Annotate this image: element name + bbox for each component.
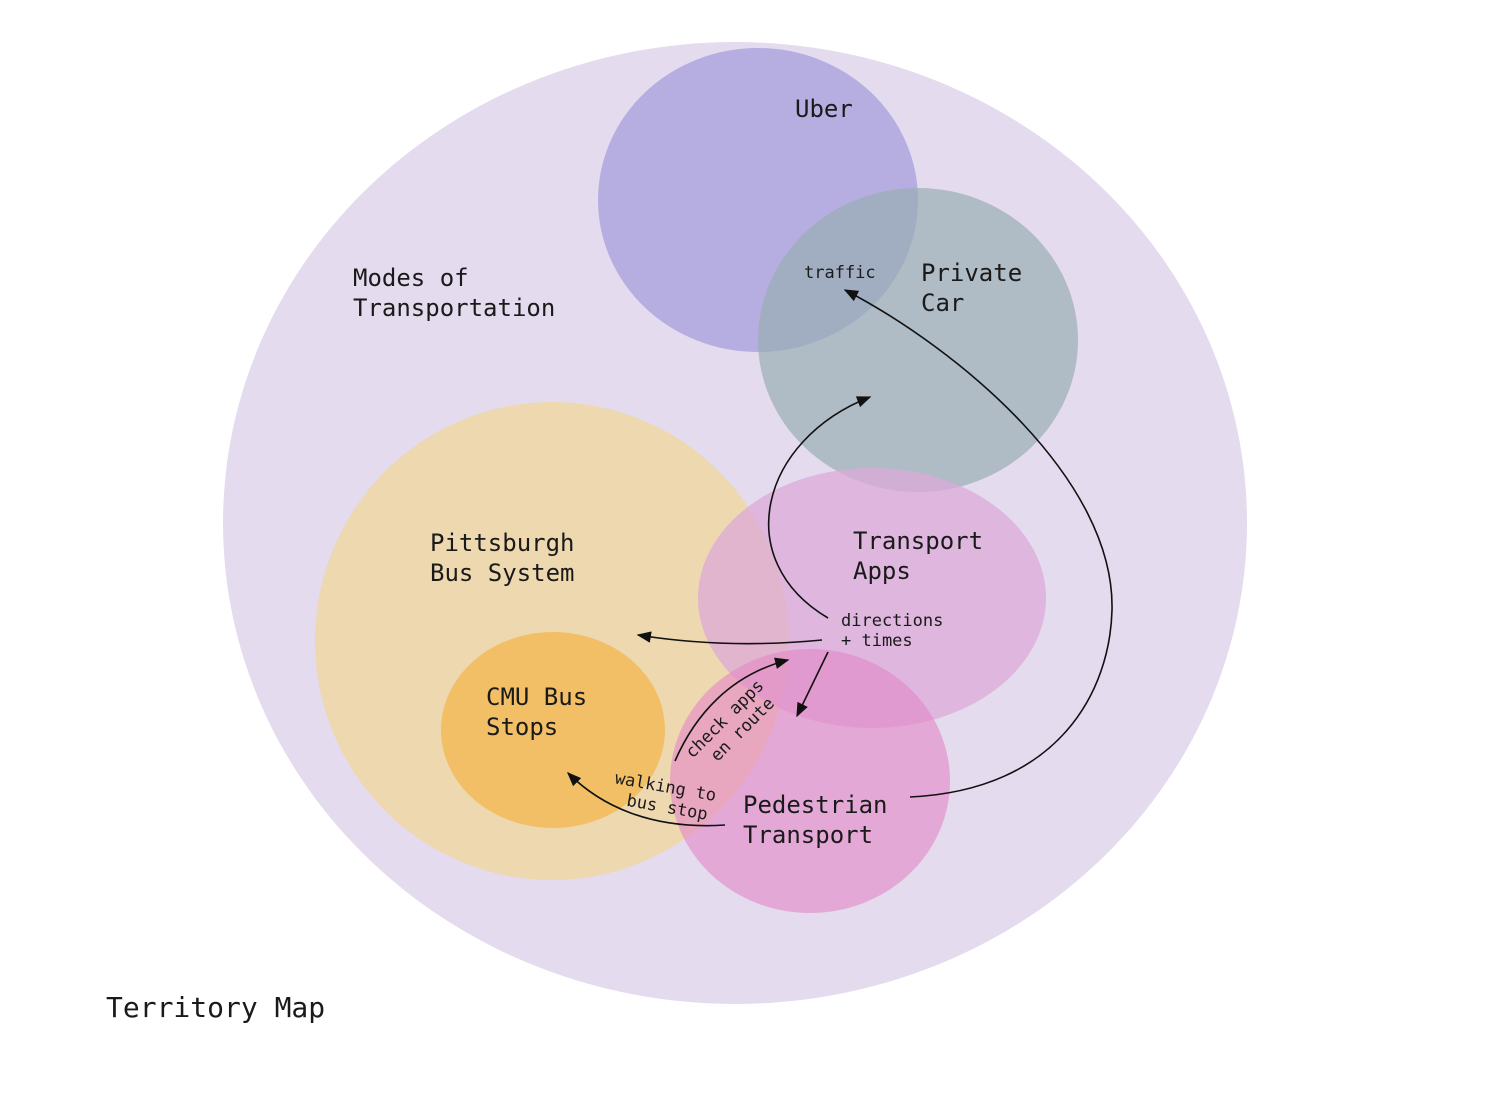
transport-apps-label: Transport Apps bbox=[853, 527, 998, 585]
private-car-region bbox=[758, 188, 1078, 492]
arrow-check-apps-en-route bbox=[674, 657, 790, 762]
arrow-apps-to-private-car bbox=[767, 396, 872, 619]
bus-system-label: Pittsburgh Bus System bbox=[430, 529, 589, 587]
modes-label: Modes of Transportation bbox=[353, 264, 555, 322]
page-title: Territory Map bbox=[106, 991, 325, 1024]
private-car-label: Private Car bbox=[921, 259, 1037, 317]
arrow-directions-to-pedestrian bbox=[796, 651, 829, 718]
arrow-directions-to-bus-system bbox=[636, 631, 823, 645]
cmu-bus-stops-region bbox=[441, 632, 665, 828]
pedestrian-label: Pedestrian Transport bbox=[743, 791, 902, 849]
cmu-stops-label: CMU Bus Stops bbox=[486, 683, 602, 741]
arrow-walking-to-bus-stop bbox=[566, 771, 726, 827]
traffic-annotation: traffic bbox=[804, 263, 876, 283]
directions-annotation: directions + times bbox=[841, 611, 954, 651]
arrow-pedestrian-to-traffic bbox=[843, 289, 1113, 798]
pedestrian-transport-region bbox=[670, 649, 950, 913]
uber-label: Uber bbox=[795, 95, 853, 123]
